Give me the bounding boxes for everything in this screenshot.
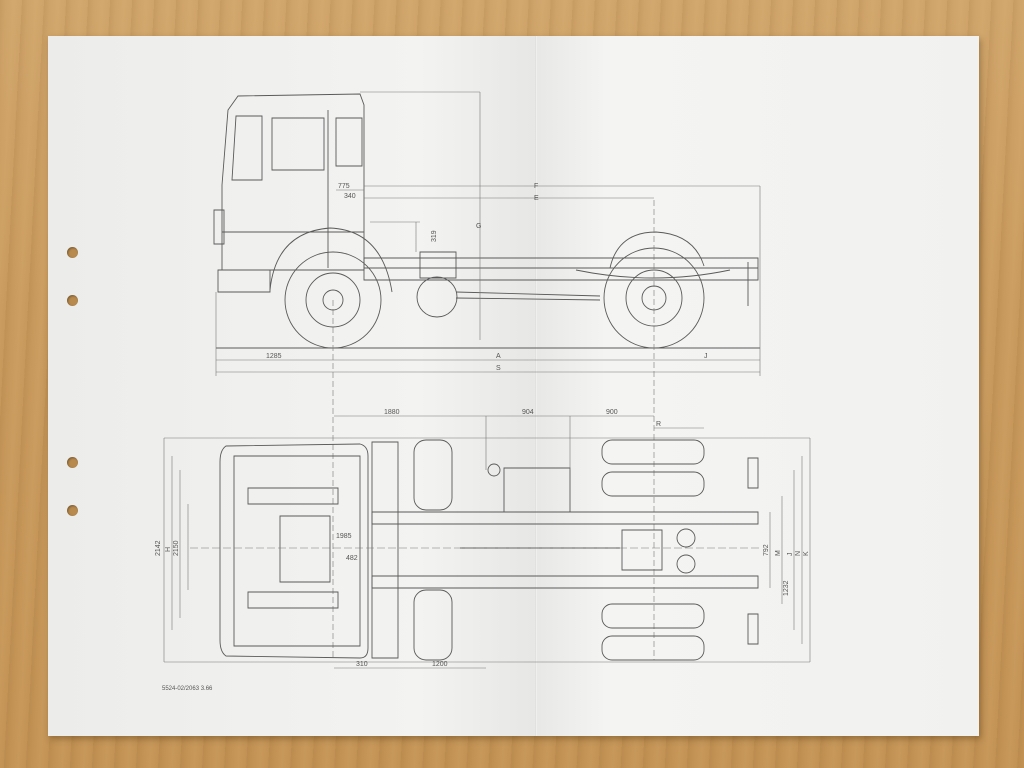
dim-label: N [795, 551, 802, 556]
rear-wheel-left-inner [602, 472, 704, 496]
dim-label: 310 [356, 661, 368, 668]
dim-label: K [803, 551, 810, 556]
cab-windshield [232, 116, 262, 180]
rear-wheel-left-outer [602, 440, 704, 464]
front-wheel-left [414, 440, 452, 510]
chassis-frame-rail [364, 258, 758, 280]
document-code: 5524-02/2063 3.66 [162, 686, 213, 692]
dim-label: 1285 [266, 353, 282, 360]
front-bumper [218, 270, 270, 292]
cab-top-outline [220, 444, 368, 658]
punch-hole [67, 505, 78, 516]
dim-label: 2150 [173, 540, 180, 556]
dim-label: S [496, 365, 501, 372]
dim-label: E [534, 195, 539, 202]
dim-label: J [787, 553, 794, 557]
air-tank [417, 277, 457, 317]
frame-rail-right [372, 576, 758, 588]
punch-hole [67, 457, 78, 468]
dim-label: 775 [338, 183, 350, 190]
dim-label: 1985 [336, 533, 352, 540]
dim-label: 1880 [384, 409, 400, 416]
dim-label: F [534, 183, 538, 190]
frame-rail-left [372, 512, 758, 524]
cab-door-window [272, 118, 324, 170]
dim-label: 1232 [783, 580, 790, 596]
rear-wheel-right-outer [602, 636, 704, 660]
dim-label: 2142 [155, 540, 162, 556]
punch-hole [67, 295, 78, 306]
dim-label: 792 [763, 544, 770, 556]
dim-label: R [656, 421, 661, 428]
dim-label: 1200 [432, 661, 448, 668]
dim-label: 900 [606, 409, 618, 416]
front-wheel-arch [270, 228, 392, 292]
truck-side-view [214, 94, 760, 348]
dim-label: H [165, 547, 172, 552]
engine-cover [280, 516, 330, 582]
truck-top-view [220, 440, 758, 660]
dim-label: 319 [431, 230, 438, 242]
open-document-sheet [48, 36, 979, 736]
dim-label: 482 [346, 555, 358, 562]
front-axle-area [372, 442, 398, 658]
fuel-tank [420, 252, 456, 278]
cab-outline [222, 94, 364, 270]
dim-label: A [496, 353, 501, 360]
rear-wheel-right-inner [602, 604, 704, 628]
punch-hole [67, 247, 78, 258]
drive-shaft [456, 292, 600, 296]
dim-label: M [775, 550, 782, 556]
fuel-tank-top [504, 468, 570, 512]
rear-differential [622, 530, 662, 570]
cab-rear-window [336, 118, 362, 166]
rear-wheel-arch [610, 232, 704, 268]
front-wheel-right [414, 590, 452, 660]
dim-label: J [704, 353, 708, 360]
dim-label: 340 [344, 193, 356, 200]
dim-label: 904 [522, 409, 534, 416]
dim-label: G [476, 223, 481, 230]
center-fold [535, 36, 537, 736]
